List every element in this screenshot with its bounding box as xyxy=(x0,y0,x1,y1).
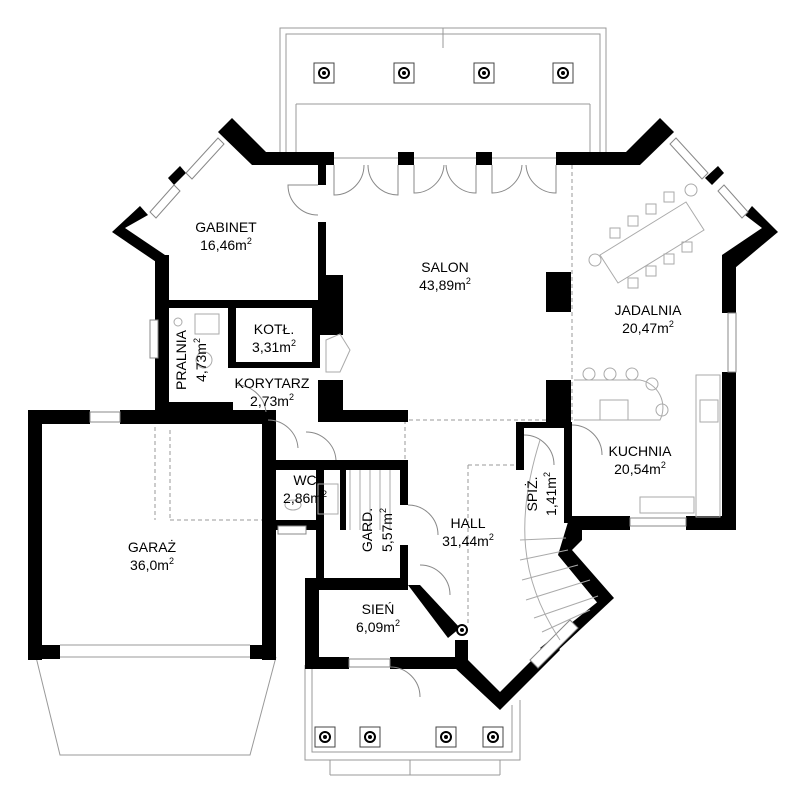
pralnia-fixtures xyxy=(173,313,220,369)
room-salon: SALON 43,89m2 xyxy=(419,259,471,293)
room-name: SIEŃ xyxy=(362,601,395,617)
wc-fixtures xyxy=(284,483,339,515)
room-sien: SIEŃ 6,09m2 xyxy=(356,601,400,635)
walls xyxy=(28,118,778,710)
room-area: 43,89m2 xyxy=(419,276,471,293)
terrace-top-columns xyxy=(313,62,574,84)
room-name: HALL xyxy=(450,515,485,531)
wardrobe-hatch xyxy=(349,470,391,530)
room-name: GABINET xyxy=(195,219,257,235)
room-wc: WC 2,86m2 xyxy=(283,472,327,506)
kitchen-counter xyxy=(574,367,721,518)
room-name: JADALNIA xyxy=(615,302,683,318)
room-name: SPIŻ. xyxy=(523,476,540,511)
room-area: 3,31m2 xyxy=(252,338,296,355)
room-gabinet: GABINET 16,46m2 xyxy=(195,219,257,253)
room-area: 2,86m2 xyxy=(283,489,327,506)
room-area: 4,73m2 xyxy=(192,338,209,382)
room-name: KUCHNIA xyxy=(608,443,672,459)
room-garaz: GARAŻ 36,0m2 xyxy=(128,538,177,573)
room-kuchnia: KUCHNIA 20,54m2 xyxy=(608,443,672,477)
room-area: 5,57m2 xyxy=(378,508,395,552)
doors xyxy=(235,164,603,698)
room-kotl: KOTŁ. 3,31m2 xyxy=(252,321,296,355)
room-area: 20,47m2 xyxy=(622,319,674,336)
room-name: PRALNIA xyxy=(173,329,189,390)
terrace-bottom xyxy=(304,665,521,776)
room-area: 16,46m2 xyxy=(200,236,252,253)
room-name: KORYTARZ xyxy=(235,375,310,391)
room-area: 31,44m2 xyxy=(442,532,494,549)
room-name: SALON xyxy=(421,259,468,275)
room-korytarz: KORYTARZ 2,73m2 xyxy=(235,375,310,409)
room-jadalnia: JADALNIA 20,47m2 xyxy=(615,302,683,336)
garage-driveway xyxy=(35,644,277,756)
room-pralnia: PRALNIA 4,73m2 xyxy=(173,329,209,390)
terrace-top xyxy=(279,27,607,159)
fireplace xyxy=(325,333,351,373)
dashed-zone-lines xyxy=(154,158,573,625)
windows xyxy=(89,137,749,669)
terrace-bottom-columns xyxy=(314,726,504,748)
room-spiz: SPIŻ. 1,41m2 xyxy=(523,472,559,516)
room-hall: HALL 31,44m2 xyxy=(442,515,494,549)
room-name: GARD. xyxy=(359,508,375,552)
dining-table xyxy=(588,183,705,289)
staircase xyxy=(519,439,599,641)
room-name: KOTŁ. xyxy=(254,321,294,337)
room-area: 2,73m2 xyxy=(250,392,294,409)
room-area: 1,41m2 xyxy=(542,472,559,516)
room-name: WC xyxy=(293,472,316,488)
sien-column xyxy=(456,624,468,636)
room-area: 20,54m2 xyxy=(614,460,666,477)
room-area: 6,09m2 xyxy=(356,618,400,635)
room-name: GARAŻ xyxy=(128,538,177,555)
room-area: 36,0m2 xyxy=(130,556,174,573)
room-gard: GARD. 5,57m2 xyxy=(359,508,395,552)
